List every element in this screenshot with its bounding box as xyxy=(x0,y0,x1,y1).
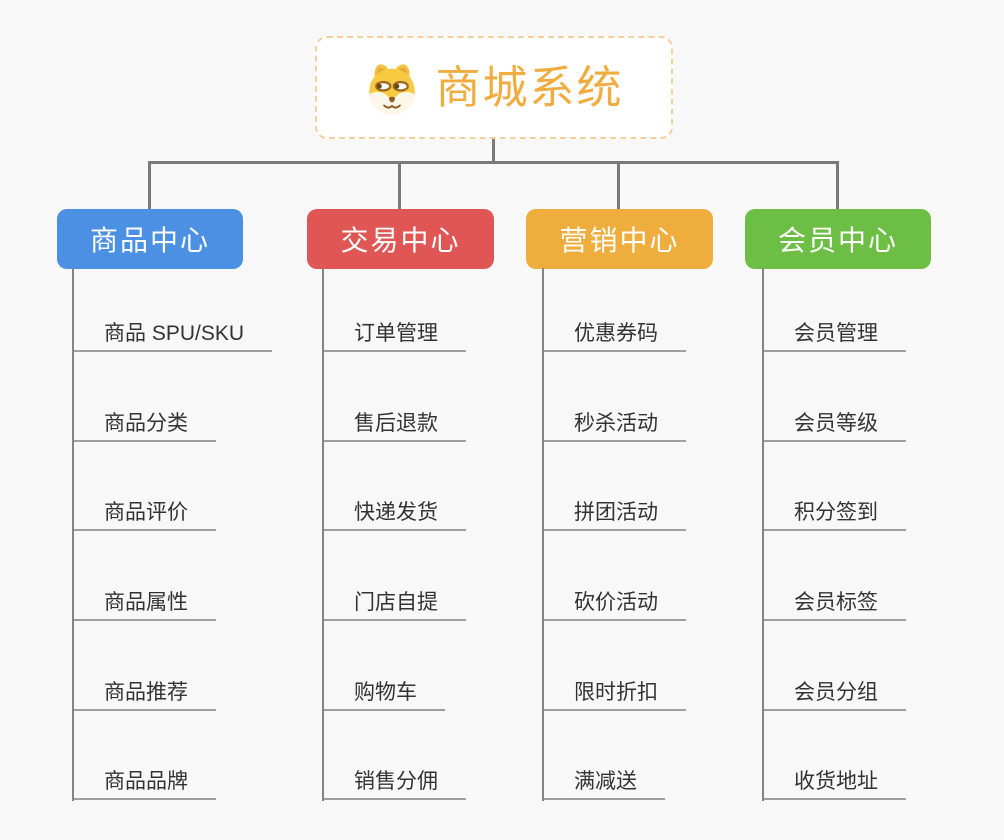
mindmap-node[interactable]: 会员等级 xyxy=(764,408,906,442)
mindmap-node[interactable]: 门店自提 xyxy=(324,587,466,621)
branch-trade-center[interactable]: 交易中心 xyxy=(307,209,494,269)
mindmap-node[interactable]: 限时折扣 xyxy=(544,677,686,711)
mindmap-node[interactable]: 销售分佣 xyxy=(324,766,466,800)
mindmap-node[interactable]: 商品 SPU/SKU xyxy=(74,318,273,352)
connector-drop-marketing xyxy=(617,161,620,210)
connector-rail xyxy=(148,161,839,164)
connector-root-stub xyxy=(492,139,495,164)
mindmap-node[interactable]: 优惠券码 xyxy=(544,318,686,352)
branch-product-children: 商品 SPU/SKU 商品分类 商品评价 商品属性 商品推荐 商品品牌 xyxy=(72,268,322,801)
mindmap-node[interactable]: 商品属性 xyxy=(74,587,216,621)
connector-drop-product xyxy=(148,161,151,210)
branch-member-children: 会员管理 会员等级 积分签到 会员标签 会员分组 收货地址 xyxy=(762,268,1004,801)
branch-product-center[interactable]: 商品中心 xyxy=(57,209,243,269)
mindmap-node[interactable]: 购物车 xyxy=(324,677,445,711)
mindmap-node[interactable]: 商品分类 xyxy=(74,408,216,442)
mindmap-node[interactable]: 商品评价 xyxy=(74,497,216,531)
connector-drop-member xyxy=(836,161,839,210)
mindmap-node[interactable]: 收货地址 xyxy=(764,766,906,800)
mindmap-node[interactable]: 拼团活动 xyxy=(544,497,686,531)
mindmap-node[interactable]: 商品品牌 xyxy=(74,766,216,800)
root-node[interactable]: 商城系统 xyxy=(315,36,673,139)
mindmap-node[interactable]: 会员分组 xyxy=(764,677,906,711)
mindmap-node[interactable]: 订单管理 xyxy=(324,318,466,352)
shiba-dog-icon xyxy=(364,60,420,116)
mindmap-node[interactable]: 砍价活动 xyxy=(544,587,686,621)
mindmap-node[interactable]: 商品推荐 xyxy=(74,677,216,711)
mindmap-node[interactable]: 售后退款 xyxy=(324,408,466,442)
branch-trade-children: 订单管理 售后退款 快递发货 门店自提 购物车 销售分佣 xyxy=(322,268,572,801)
root-title: 商城系统 xyxy=(435,62,624,113)
mindmap-node[interactable]: 秒杀活动 xyxy=(544,408,686,442)
mindmap-node[interactable]: 满减送 xyxy=(544,766,665,800)
branch-marketing-center[interactable]: 营销中心 xyxy=(526,209,713,269)
mindmap-node[interactable]: 会员标签 xyxy=(764,587,906,621)
branch-member-center[interactable]: 会员中心 xyxy=(745,209,931,269)
mindmap-node[interactable]: 快递发货 xyxy=(324,497,466,531)
branch-marketing-children: 优惠券码 秒杀活动 拼团活动 砍价活动 限时折扣 满减送 xyxy=(542,268,792,801)
mindmap-node[interactable]: 会员管理 xyxy=(764,318,906,352)
mindmap-node[interactable]: 积分签到 xyxy=(764,497,906,531)
connector-drop-trade xyxy=(398,161,401,210)
